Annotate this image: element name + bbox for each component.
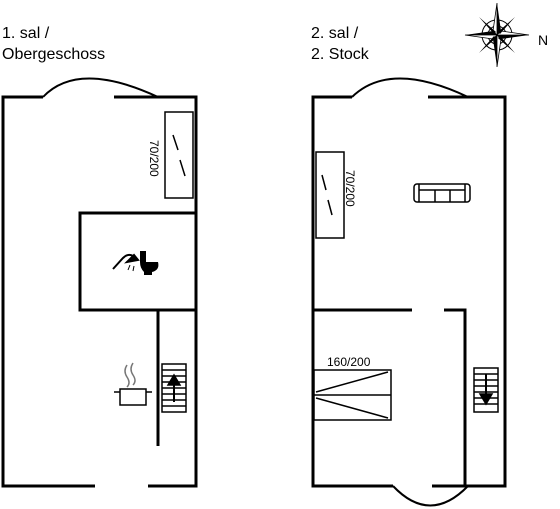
stairs-down-icon: [473, 367, 499, 413]
floor-1-title-line1: 1. sal /: [2, 25, 50, 42]
compass-rose-icon: [464, 2, 530, 68]
floor-2-walls: [311, 77, 507, 507]
shower-icon: [112, 253, 140, 272]
floor-1-walls: [1, 77, 198, 488]
floor-2-single-bed: 70/200: [315, 151, 357, 239]
sofa-icon: [413, 183, 471, 203]
floor-2-title-line1: 2. sal /: [311, 25, 359, 42]
stairs-up-icon: [161, 363, 187, 413]
floor-2-single-bed-label: 70/200: [343, 170, 357, 207]
floor-2-double-bed-label: 160/200: [327, 355, 371, 369]
floor-1-bed-label: 70/200: [147, 140, 161, 177]
floor-1-bed: 70/200: [147, 111, 194, 199]
floor-1-title-line2: Obergeschoss: [2, 46, 105, 63]
toilet-icon: [140, 251, 159, 275]
floor-1: 1. sal / Obergeschoss 70/200: [1, 25, 198, 488]
floor-2-title-line2: 2. Stock: [311, 46, 370, 63]
floor-2: 2. sal / 2. Stock 70/200: [311, 25, 507, 507]
stove-pot-icon: [114, 362, 152, 406]
compass-north-label: N: [538, 32, 548, 48]
floor-2-double-bed: 160/200: [313, 355, 392, 421]
